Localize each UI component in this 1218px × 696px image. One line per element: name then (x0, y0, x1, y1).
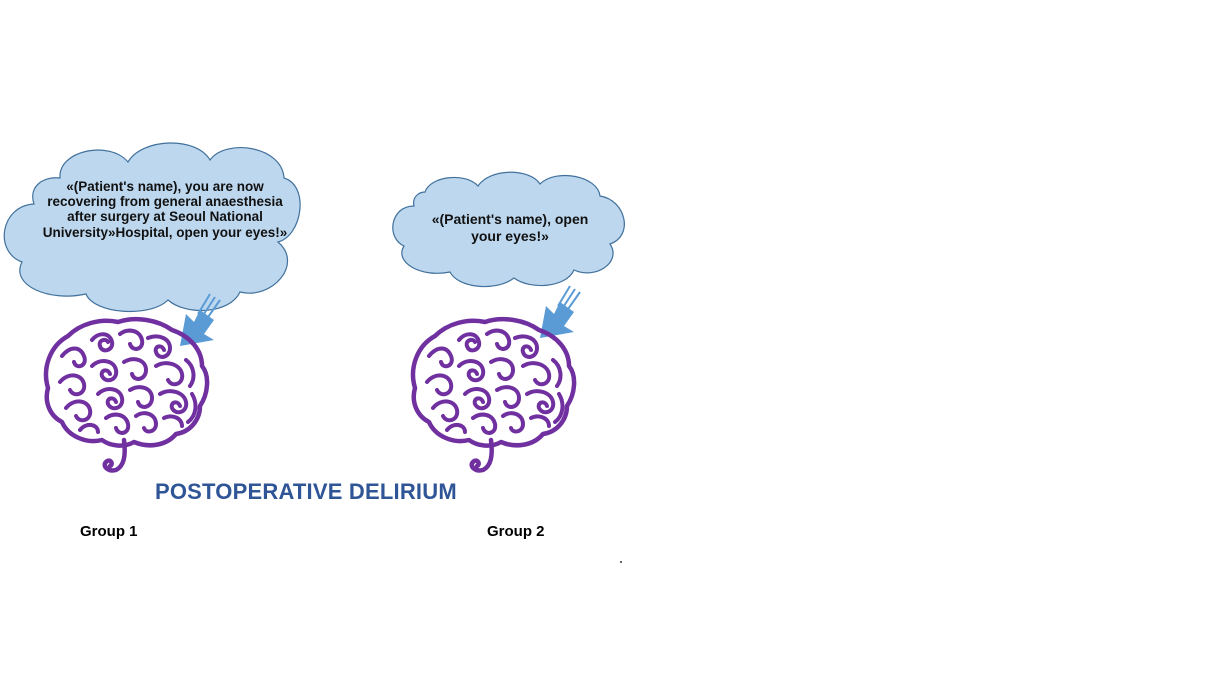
group1-label: Group 1 (80, 523, 138, 540)
stray-dot (620, 561, 622, 563)
cloud-icon (3, 142, 301, 313)
group1-message: «(Patient's name), you are now recoverin… (42, 179, 288, 240)
cloud-icon (392, 171, 625, 288)
group2-message: «(Patient's name), open your eyes!» (431, 211, 589, 244)
arrow-down-icon (539, 285, 581, 339)
group2-label: Group 2 (487, 523, 545, 540)
brain-icon (413, 319, 574, 470)
diagram-title: POSTOPERATIVE DELIRIUM (155, 479, 457, 504)
